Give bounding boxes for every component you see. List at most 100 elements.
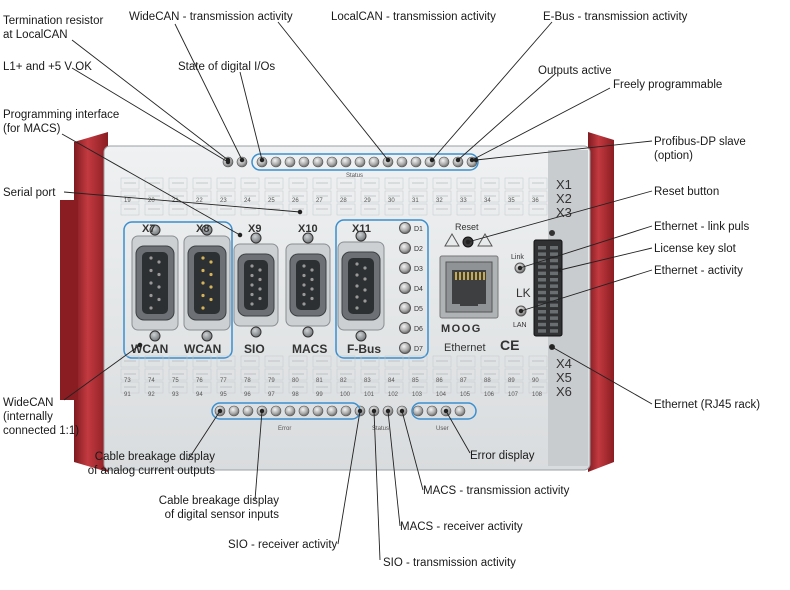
terminal-number: 93 <box>172 392 179 398</box>
terminal-number: 88 <box>484 378 491 384</box>
terminal-number: 81 <box>316 378 323 384</box>
lk-label: LK <box>516 286 531 300</box>
sub-d-connector[interactable] <box>285 232 331 338</box>
terminal-number: 74 <box>148 378 155 384</box>
ethernet-label: Ethernet <box>444 342 486 354</box>
label-sio-tx: SIO - transmission activity <box>383 557 516 569</box>
status-label-bottom: Status <box>372 426 389 432</box>
label-ethernet-link: Ethernet - link puls <box>654 221 750 233</box>
status-led <box>312 156 324 168</box>
port-fbus: F-Bus <box>347 342 381 356</box>
status-led <box>298 405 310 417</box>
terminal-number: 73 <box>124 378 131 384</box>
terminal-number: 89 <box>508 378 515 384</box>
label-license-key-slot: License key slot <box>654 243 736 255</box>
diagnostic-led <box>399 262 411 274</box>
brand-logo: MOOG <box>441 323 482 335</box>
terminal-number: 25 <box>268 198 275 204</box>
terminal-number: 106 <box>484 392 495 398</box>
reset-label: Reset <box>455 222 479 232</box>
label-outputs-active: Outputs active <box>538 65 612 77</box>
label-macs-rx: MACS - receiver activity <box>400 521 523 533</box>
terminal-number: 34 <box>484 198 491 204</box>
terminal-number: 23 <box>220 198 227 204</box>
diagnostic-led <box>399 222 411 234</box>
terminal-number: 107 <box>508 392 519 398</box>
label-widecan-tx: WideCAN - transmission activity <box>129 11 293 23</box>
connector-x8: X8 <box>196 223 209 235</box>
status-led <box>326 405 338 417</box>
status-label-top: Status <box>346 173 363 179</box>
right-housing <box>588 132 614 472</box>
sub-d-connector[interactable] <box>131 224 179 342</box>
terminal-number: 84 <box>388 378 395 384</box>
license-key-slot[interactable] <box>533 239 563 337</box>
diagnostic-led-label: D3 <box>414 266 423 273</box>
label-programming-interface: Programming interface (for MACS) <box>3 109 120 135</box>
terminal-number: 24 <box>244 198 251 204</box>
terminal-number: 83 <box>364 378 371 384</box>
label-profibus-slave: Profibus-DP slave (option) <box>654 136 746 162</box>
label-l1-5v-ok: L1+ and +5 V OK <box>3 61 92 73</box>
user-label-bottom: User <box>436 426 449 432</box>
status-led <box>284 156 296 168</box>
label-error-display: Error display <box>470 450 535 462</box>
terminal-number: 87 <box>460 378 467 384</box>
status-led <box>270 156 282 168</box>
diagnostic-led-label: D1 <box>414 226 423 233</box>
status-led <box>454 405 466 417</box>
terminal-number: 77 <box>220 378 227 384</box>
lan-label: LAN <box>513 322 527 329</box>
sub-d-connector[interactable] <box>337 230 385 342</box>
label-cable-breakage-digital: Cable breakage display of digital sensor… <box>158 495 279 521</box>
terminal-number: 103 <box>412 392 423 398</box>
terminal-number: 104 <box>436 392 447 398</box>
terminal-number: 91 <box>124 392 131 398</box>
status-led <box>340 405 352 417</box>
terminal-number: 97 <box>268 392 275 398</box>
diagnostic-led <box>399 342 411 354</box>
connector-x11: X11 <box>352 223 371 235</box>
terminal-number: 36 <box>532 198 539 204</box>
status-led <box>340 156 352 168</box>
connector-x7: X7 <box>142 223 155 235</box>
terminal-number: 78 <box>244 378 251 384</box>
terminal-number: 22 <box>196 198 203 204</box>
label-termination-resistor: Termination resistor at LocalCAN <box>3 15 104 41</box>
terminal-number: 75 <box>172 378 179 384</box>
diagnostic-led-label: D2 <box>414 246 423 253</box>
terminal-number: 82 <box>340 378 347 384</box>
terminal-number: 28 <box>340 198 347 204</box>
status-led <box>298 156 310 168</box>
diagnostic-led <box>399 282 411 294</box>
terminal-number: 102 <box>388 392 399 398</box>
diagnostic-led <box>399 242 411 254</box>
diagnostic-led-label: D6 <box>414 326 423 333</box>
diagnostic-led <box>399 322 411 334</box>
terminal-number: 85 <box>412 378 419 384</box>
terminal-number: 21 <box>172 198 179 204</box>
label-x2: X2 <box>556 191 572 206</box>
digital-io-led-group <box>251 153 479 171</box>
diagnostic-led-label: D5 <box>414 306 423 313</box>
terminal-number: 94 <box>196 392 203 398</box>
port-wcan-2: WCAN <box>184 342 221 356</box>
terminal-number: 100 <box>340 392 351 398</box>
label-x6: X6 <box>556 384 572 399</box>
sub-d-connector[interactable] <box>183 224 231 342</box>
terminal-number: 96 <box>244 392 251 398</box>
terminal-number: 19 <box>124 198 131 204</box>
ethernet-rj45-port[interactable] <box>439 255 499 319</box>
terminal-number: 105 <box>460 392 471 398</box>
terminal-number: 26 <box>292 198 299 204</box>
terminal-number: 27 <box>316 198 323 204</box>
diagnostic-led-label: D4 <box>414 286 423 293</box>
sub-d-connector[interactable] <box>233 232 279 338</box>
diagnostic-led <box>399 302 411 314</box>
terminal-number: 80 <box>292 378 299 384</box>
terminal-number: 30 <box>388 198 395 204</box>
fbus-connector-group <box>335 219 429 359</box>
